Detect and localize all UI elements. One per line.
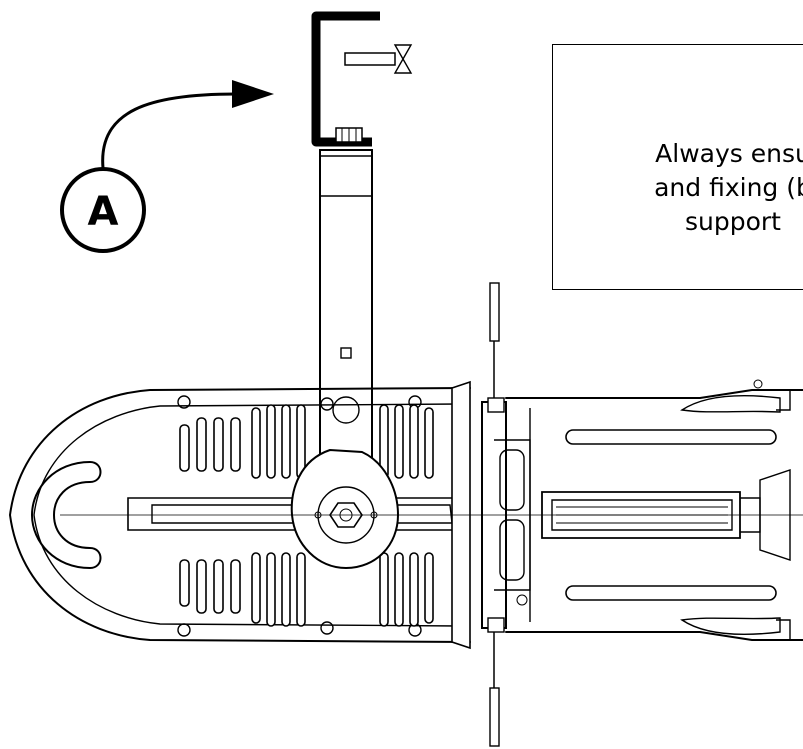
callout-arrowhead [232, 80, 274, 108]
screw [320, 621, 334, 635]
lens-tube [505, 379, 803, 641]
vent-slots-bottom [179, 552, 434, 627]
wing-screw-shaft [344, 52, 396, 66]
shutter-assembly [451, 282, 531, 747]
vent-slots-top [179, 404, 434, 479]
safety-note-line: Always ensu [655, 139, 803, 168]
callout-circle [60, 167, 146, 253]
safety-note-box: Always ensu and fixing (b support [552, 44, 803, 290]
lens-tube-outline [505, 389, 803, 641]
safety-note-line: support [685, 207, 781, 236]
screw [177, 623, 191, 637]
lens-tube-fin [680, 394, 781, 413]
callout-a: A [60, 80, 274, 253]
callout-arrow-line [101, 92, 238, 170]
safety-note-line: and fixing (b [654, 173, 803, 202]
c-clamp [311, 11, 413, 147]
lens-tube-fin [680, 617, 781, 636]
shutter-handle-top [489, 282, 500, 342]
lamp-housing-inner [33, 403, 461, 627]
yoke-hole-square [340, 347, 352, 359]
rear-handle [31, 461, 102, 569]
yoke-pivot [290, 448, 400, 570]
c-clamp-body [311, 11, 380, 147]
shutter-handle-bottom [489, 687, 500, 747]
screw [177, 395, 191, 409]
lens-slot [565, 585, 777, 601]
screw [320, 397, 334, 411]
wing-screw-wing [393, 44, 413, 74]
callout-letter: A [88, 189, 119, 235]
lens-slot [565, 429, 777, 445]
lamp-housing-outline [9, 387, 471, 643]
safety-note-text: Always ensu and fixing (b support [553, 137, 803, 239]
yoke-hole-round [332, 396, 360, 424]
